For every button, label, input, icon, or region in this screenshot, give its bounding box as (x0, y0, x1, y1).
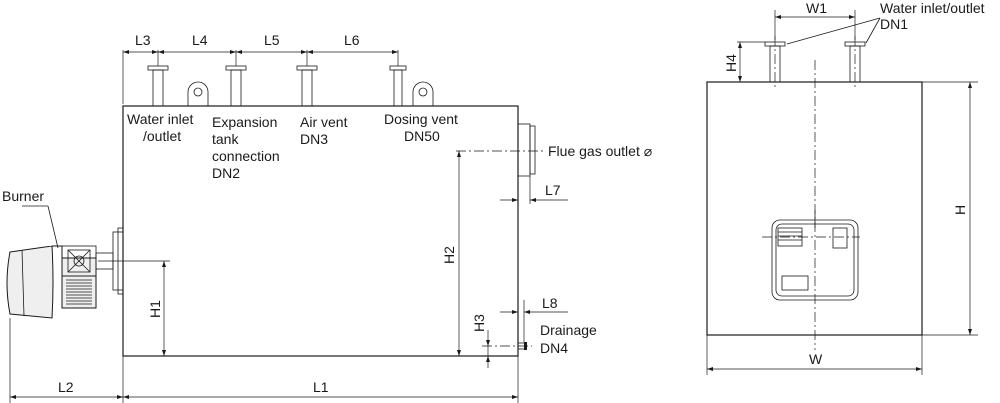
water-nozzle-front (147, 65, 169, 107)
boiler-body-front (122, 105, 519, 357)
dim-H2-lines (457, 151, 461, 356)
side-water-leader-2 (865, 17, 881, 44)
dim-H1-lines (98, 260, 170, 356)
dim-L8-lines (500, 300, 568, 342)
label-expansion-4: DN2 (212, 165, 240, 181)
front-view: L3 L4 L5 L6 Water inlet /outlet Expansio… (2, 32, 652, 403)
flue-gas-outlet (456, 123, 546, 177)
dim-L7-lines (500, 176, 568, 204)
label-water-inlet-outlet: Water inlet (127, 111, 194, 127)
dim-L3: L3 (135, 32, 151, 48)
dim-L4: L4 (192, 32, 208, 48)
label-flue-gas-outlet: Flue gas outlet ⌀ (548, 143, 652, 159)
label-dosing-vent-1: Dosing vent (384, 111, 458, 127)
dim-L2: L2 (58, 379, 74, 395)
dim-W: W (809, 351, 823, 367)
top-dimension-chain (122, 50, 399, 104)
dim-H1: H1 (147, 300, 163, 318)
burner-door-side (762, 210, 860, 301)
lifting-lug-right (412, 81, 434, 106)
label-expansion-2: tank (212, 131, 239, 147)
label-water-inlet-outlet-2: /outlet (143, 128, 181, 144)
label-drainage-1: Drainage (540, 322, 597, 338)
label-expansion-1: Expansion (212, 114, 277, 130)
dim-L5: L5 (264, 32, 280, 48)
side-water-leader-1 (786, 17, 881, 45)
side-nozzle-right (844, 36, 866, 90)
side-view: W1 H4 Water inlet/outlet DN1 (706, 0, 985, 375)
dim-H3-lines (480, 330, 518, 368)
bottom-dimension-lines (9, 318, 519, 403)
dim-H3: H3 (471, 314, 487, 332)
lifting-lug-left (187, 81, 209, 106)
dim-L1: L1 (313, 379, 329, 395)
drainage-nozzle (482, 342, 532, 350)
dim-H4-lines (737, 41, 765, 82)
dim-L7: L7 (545, 182, 561, 198)
dim-H2: H2 (441, 246, 457, 264)
dosing-vent-nozzle (389, 65, 407, 107)
label-burner: Burner (2, 188, 44, 204)
dim-H: H (952, 205, 968, 215)
label-drainage-2: DN4 (540, 340, 568, 356)
dim-W1: W1 (806, 0, 827, 16)
burner-vent-slots (66, 279, 92, 305)
dim-L8: L8 (542, 295, 558, 311)
expansion-nozzle (225, 65, 247, 107)
burner-unit (6, 227, 124, 319)
label-dosing-vent-2: DN50 (404, 128, 440, 144)
label-air-vent-1: Air vent (300, 114, 348, 130)
air-vent-nozzle (296, 65, 318, 107)
dim-W1-lines (774, 10, 856, 40)
boiler-body-side (706, 81, 923, 336)
dim-H4: H4 (723, 54, 739, 72)
dim-H-lines (922, 81, 978, 336)
dim-L6: L6 (344, 32, 360, 48)
label-side-water-1: Water inlet/outlet (880, 0, 985, 16)
dim-W-lines (706, 335, 923, 375)
label-expansion-3: connection (212, 148, 280, 164)
label-air-vent-2: DN3 (300, 131, 328, 147)
label-side-water-2: DN1 (880, 16, 908, 32)
side-nozzle-left (764, 36, 786, 90)
